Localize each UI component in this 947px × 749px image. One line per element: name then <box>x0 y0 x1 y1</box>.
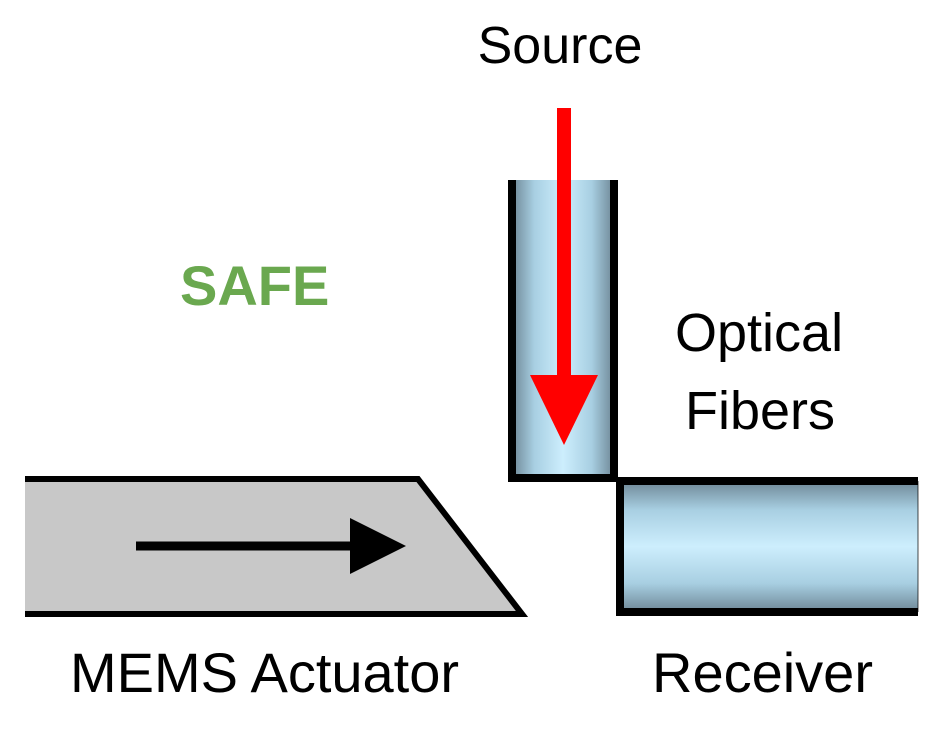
arrow-right-icon <box>136 518 406 574</box>
mems-actuator-label: MEMS Actuator <box>70 641 460 704</box>
receiver-fiber <box>620 481 918 612</box>
receiver-fiber-outline <box>616 477 918 616</box>
status-label: SAFE <box>180 254 330 317</box>
source-fiber-outline <box>508 180 618 482</box>
optical-fibers-label-line2: Fibers <box>685 381 836 441</box>
receiver-label: Receiver <box>652 641 873 704</box>
mems-actuator-outline <box>25 476 529 617</box>
source-label: Source <box>477 17 643 75</box>
optical-fibers-label-line1: Optical <box>675 303 844 363</box>
arrow-down-icon <box>530 108 598 445</box>
